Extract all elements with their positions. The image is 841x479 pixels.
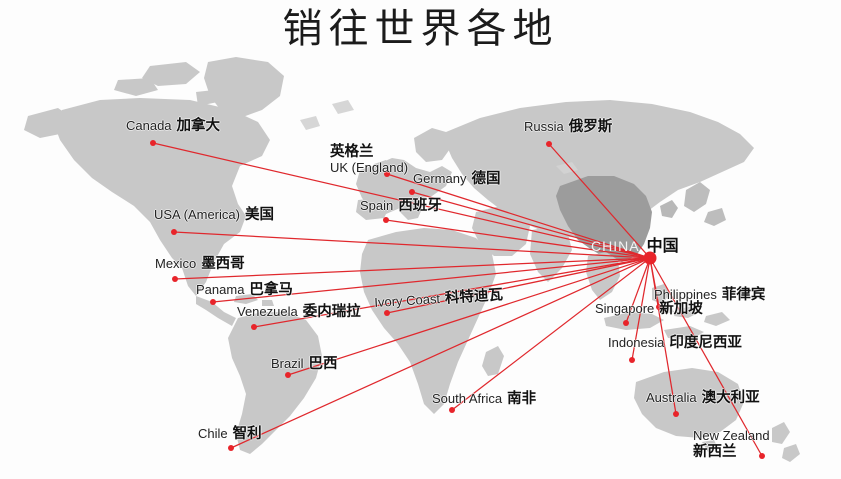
route-line (173, 231, 651, 259)
route-line (287, 257, 651, 376)
destination-dot[interactable] (228, 445, 234, 451)
destination-label-en: South Africa (432, 391, 503, 406)
destination-label: Germany 德国 (413, 170, 500, 188)
destination-label: Russia 俄罗斯 (524, 118, 612, 136)
destination-label-en: Venezuela (237, 304, 298, 319)
destination-dot[interactable] (172, 276, 178, 282)
destination-dot[interactable] (546, 141, 552, 147)
destination-label: Panama 巴拿马 (196, 281, 293, 299)
destination-label: Indonesia 印度尼西亚 (608, 334, 742, 352)
route-line (631, 257, 651, 361)
destination-label-en: Ivory Coast (373, 291, 441, 311)
destination-label-en: Germany (413, 171, 467, 186)
destination-label-cn: 南非 (507, 391, 537, 407)
hub-label-en: CHINA (591, 238, 640, 254)
route-line (386, 257, 651, 314)
destination-label-en: Chile (198, 426, 228, 441)
hub-label-cn: 中国 (646, 236, 679, 255)
destination-label-cn: 俄罗斯 (568, 119, 613, 135)
destination-dot[interactable] (171, 229, 177, 235)
destination-label-en: Brazil (271, 356, 304, 371)
destination-dot[interactable] (623, 320, 629, 326)
destination-label-cn: 西班牙 (398, 198, 442, 214)
route-line (253, 257, 651, 328)
destination-label-cn: 新西兰 (693, 443, 737, 460)
destination-label-en: Canada (126, 118, 172, 133)
destination-label-en: Singapore (595, 301, 655, 316)
destination-dot[interactable] (384, 171, 390, 177)
destination-dot[interactable] (210, 299, 216, 305)
destination-label: Chile 智利 (198, 425, 262, 443)
destination-label-en: Panama (196, 282, 245, 297)
destination-dot[interactable] (251, 324, 257, 330)
destination-label-cn: 英格兰 (330, 144, 374, 160)
destination-label: Singapore 新加坡 (595, 300, 703, 318)
destination-label-cn: 委内瑞拉 (302, 304, 361, 320)
destination-dot[interactable] (759, 453, 765, 459)
destination-dot[interactable] (629, 357, 635, 363)
destination-label-en: Australia (646, 390, 697, 405)
destination-label-cn: 加拿大 (176, 118, 221, 134)
hub-label-china: CHINA 中国 (591, 232, 679, 256)
destination-label-en: Indonesia (608, 335, 665, 350)
route-line (649, 257, 677, 415)
destination-label: Canada 加拿大 (126, 117, 220, 135)
destination-label: Spain 西班牙 (360, 197, 442, 215)
destination-label: Australia 澳大利亚 (646, 389, 760, 407)
destination-label-en: New Zealand (693, 428, 770, 443)
destination-label: USA (America) 美国 (154, 206, 274, 224)
destination-label-en: Spain (360, 198, 394, 213)
route-line (386, 173, 651, 259)
destination-label: Philippines 菲律宾 (654, 286, 765, 304)
destination-label-cn: 印度尼西亚 (669, 335, 742, 351)
route-line (411, 191, 651, 259)
page-title: 销往世界各地 (282, 6, 559, 52)
destination-label-cn: 巴西 (308, 356, 338, 372)
destination-label: South Africa 南非 (432, 390, 536, 408)
route-line (451, 257, 651, 411)
destination-dot[interactable] (384, 310, 390, 316)
destination-label-cn: 巴拿马 (249, 282, 293, 298)
destination-label-cn: 菲律宾 (721, 287, 766, 303)
route-line (548, 143, 651, 259)
destination-dot[interactable] (383, 217, 389, 223)
destination-dot[interactable] (150, 140, 156, 146)
destination-label-cn: 澳大利亚 (701, 390, 760, 406)
destination-label: Venezuela 委内瑞拉 (237, 303, 361, 321)
route-line (625, 257, 651, 324)
destination-label-en: Philippines (654, 287, 717, 302)
destination-label-en: Russia (524, 119, 564, 134)
destination-label-cn: 美国 (244, 207, 274, 223)
destination-label-en: Mexico (155, 256, 197, 271)
destination-dot[interactable] (285, 372, 291, 378)
destination-label-cn: 新加坡 (659, 301, 703, 317)
destination-label-en: USA (America) (154, 207, 240, 222)
destination-label-en: UK (England) (330, 159, 409, 175)
destination-dot[interactable] (656, 304, 662, 310)
destination-label-cn: 智利 (232, 426, 262, 442)
route-line (212, 257, 651, 303)
destination-label-cn: 墨西哥 (201, 256, 245, 272)
route-line (385, 219, 651, 259)
route-line (152, 142, 651, 259)
destination-dot[interactable] (409, 189, 415, 195)
route-line (230, 257, 651, 449)
route-line (174, 257, 651, 280)
destination-dot[interactable] (673, 411, 679, 417)
destination-label-cn: 德国 (471, 171, 501, 187)
destination-label: Mexico 墨西哥 (155, 255, 245, 273)
hub-dot-china[interactable] (643, 251, 657, 265)
destination-label: Brazil 巴西 (271, 355, 338, 373)
destination-dot[interactable] (449, 407, 455, 413)
destination-label-cn: 科特迪瓦 (444, 287, 504, 307)
route-line (649, 257, 763, 457)
